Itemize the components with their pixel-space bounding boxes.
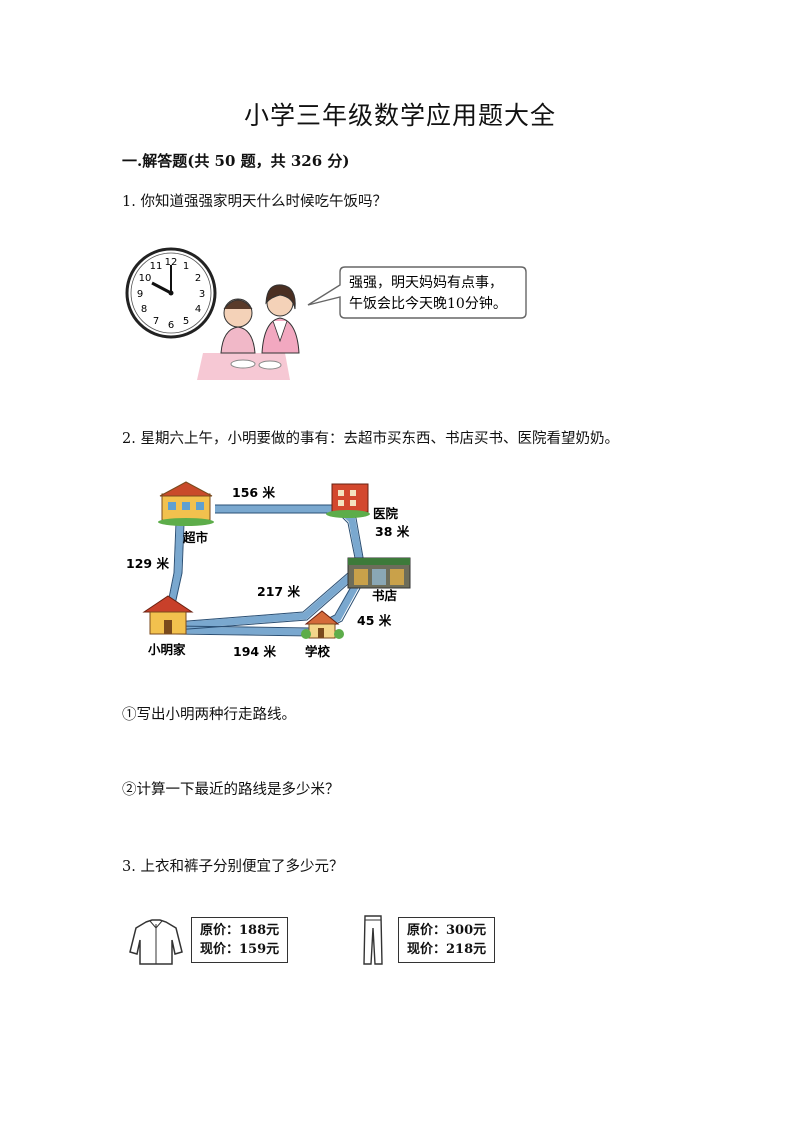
- clock-and-family-illustration: 12 1 2 3 4 5 6 7 8 9 10 11: [125, 247, 527, 380]
- question-1-text: 1. 你知道强强家明天什么时候吃午饭吗？: [122, 194, 387, 210]
- clock-num-11: 11: [150, 261, 163, 272]
- pants-icon: [362, 914, 384, 970]
- clock-icon: 12 1 2 3 4 5 6 7 8 9 10 11: [125, 247, 217, 339]
- clock-hour-hand: [151, 281, 172, 295]
- pants-original-price: 原价：300元: [407, 923, 487, 938]
- distance-194-label: 194 米: [233, 644, 276, 659]
- distance-45-label: 45 米: [357, 613, 392, 628]
- table-illustration: [197, 353, 290, 380]
- clock-num-12: 12: [165, 257, 178, 268]
- shirt-icon: [128, 918, 184, 970]
- supermarket-label: 超市: [182, 530, 209, 545]
- shirt-original-price: 原价：188元: [200, 923, 280, 938]
- distance-217-label: 217 米: [257, 584, 300, 599]
- clock-num-10: 10: [139, 273, 152, 284]
- road-diagonal: [174, 565, 363, 630]
- home-label: 小明家: [147, 642, 186, 657]
- distance-129-label: 129 米: [126, 556, 169, 571]
- question-2-text: 2. 星期六上午，小明要做的事有：去超市买东西、书店买书、医院看望奶奶。: [122, 431, 619, 447]
- question-3-text: 3. 上衣和裤子分别便宜了多少元？: [122, 859, 344, 875]
- clock-num-6: 6: [168, 320, 174, 331]
- mother-illustration: [261, 284, 300, 354]
- shirt-current-price: 现价：159元: [200, 942, 280, 957]
- clock-num-5: 5: [183, 316, 189, 327]
- clock-num-1: 1: [183, 261, 189, 272]
- section-heading: 一.解答题(共 50 题，共 326 分): [122, 152, 350, 170]
- bookstore-label: 书店: [372, 588, 398, 603]
- clock-num-7: 7: [153, 316, 159, 327]
- speech-line-1: 强强，明天妈妈有点事，: [349, 275, 503, 291]
- roads: [164, 505, 364, 636]
- home-building-icon: [142, 595, 194, 635]
- clock-num-4: 4: [195, 304, 201, 315]
- question-1-figure: 12 1 2 3 4 5 6 7 8 9 10 11: [125, 245, 535, 385]
- hospital-label: 医院: [373, 506, 399, 521]
- supermarket-building-icon: [158, 481, 214, 526]
- child-illustration: [220, 298, 256, 354]
- bookstore-building-icon: [347, 557, 411, 589]
- shirt-price-box: 原价：188元 现价：159元: [191, 917, 289, 963]
- clock-num-2: 2: [195, 273, 201, 284]
- speech-line-2: 午饭会比今天晚10分钟。: [349, 295, 507, 312]
- distance-38-label: 38 米: [375, 524, 410, 539]
- pants-price-box: 原价：300元 现价：218元: [398, 917, 496, 963]
- clock-num-8: 8: [141, 304, 147, 315]
- route-map-svg: 156 米 超市 医院 38 米 129 米 217 米 书店 45 米 小明家…: [126, 481, 411, 659]
- hospital-building-icon: [326, 483, 370, 518]
- school-building-icon: [301, 610, 344, 639]
- question-2-sub-2: ②计算一下最近的路线是多少米？: [122, 782, 340, 798]
- page-title: 小学三年级数学应用题大全: [243, 101, 556, 130]
- clock-num-3: 3: [199, 289, 205, 300]
- pants-current-price: 现价：218元: [407, 942, 487, 957]
- distance-156-label: 156 米: [232, 485, 275, 500]
- question-2-sub-1: ①写出小明两种行走路线。: [122, 707, 296, 723]
- school-label: 学校: [305, 644, 331, 659]
- route-map: 156 米 超市 医院 38 米 129 米 217 米 书店 45 米 小明家…: [120, 478, 420, 668]
- clock-num-9: 9: [137, 289, 143, 300]
- speech-bubble: 强强，明天妈妈有点事， 午饭会比今天晚10分钟。: [307, 266, 527, 319]
